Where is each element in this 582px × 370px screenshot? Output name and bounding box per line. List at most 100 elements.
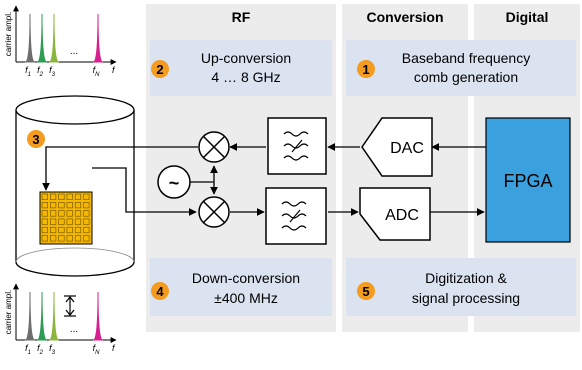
spectrum-top-tick-label: fN	[93, 65, 101, 78]
step-number-2: 2	[156, 62, 163, 77]
qubit-cell	[58, 202, 65, 209]
qubit-cell	[66, 226, 73, 234]
qubit-cell	[58, 235, 65, 242]
fpga-block: FPGA	[485, 117, 571, 243]
step-4-line2: ±400 MHz	[214, 290, 278, 306]
adc-block: ADC	[359, 187, 431, 241]
step-badge-2	[151, 60, 169, 78]
qubit-cell	[49, 218, 57, 225]
step-5-line1: Digitization &	[425, 270, 507, 286]
qubit-cell	[66, 210, 73, 217]
qubit-cell	[58, 193, 65, 200]
mixer-downconversion	[198, 196, 230, 228]
amplitude-marker	[64, 295, 76, 317]
spectrum-bottom-x-label: f	[112, 343, 116, 353]
spectrum-top-x-label: f	[112, 65, 116, 75]
qubit-cell	[49, 226, 57, 234]
qubit-cell	[83, 235, 90, 242]
qubit-cell	[74, 210, 82, 217]
spectrum-bottom-peak	[48, 291, 60, 341]
header-conversion: Conversion	[366, 9, 443, 25]
qubit-cell	[66, 202, 73, 209]
fpga-label: FPGA	[503, 171, 552, 191]
step-digitization-box	[346, 258, 576, 316]
cryostat-cylinder	[15, 95, 135, 277]
step-upconversion-box	[150, 40, 332, 96]
qubit-cell	[66, 218, 73, 225]
spectrum-bottom-tick-label: f2	[37, 343, 44, 356]
step-2-line1: Up-conversion	[201, 50, 291, 66]
signal-wiring	[42, 143, 486, 216]
qubit-cell	[66, 235, 73, 242]
spectrum-bottom-tick-label: f3	[49, 343, 56, 356]
spectrum-top-peak	[36, 13, 48, 63]
qubit-cell	[83, 226, 90, 234]
step-badge-4	[151, 282, 169, 300]
spectrum-bottom-tick-label: fN	[93, 343, 101, 356]
adc-label: ADC	[385, 207, 419, 224]
local-oscillator: ~	[157, 165, 191, 199]
step-badge-5	[357, 282, 375, 300]
spectrum-bottom-ellipsis: ...	[70, 324, 78, 335]
qubit-cell	[66, 193, 73, 200]
qubit-cell	[41, 193, 48, 200]
qubit-cell	[74, 218, 82, 225]
spectrum-bottom-y-label: carrier ampl.	[4, 290, 13, 334]
filter-downconversion	[265, 187, 327, 245]
spectrum-top-peak	[92, 13, 104, 63]
spectrum-top-tick-label: f3	[49, 65, 56, 78]
oscillator-symbol: ~	[169, 173, 180, 193]
step-number-1: 1	[362, 62, 369, 77]
spectrum-top-tick-label: f1	[25, 65, 31, 78]
spectrum-top-ellipsis: ...	[70, 46, 78, 57]
qubit-cell	[49, 202, 57, 209]
qubit-chip	[39, 191, 93, 245]
header-rf: RF	[232, 9, 251, 25]
step-1-line2: comb generation	[414, 69, 518, 85]
spectrum-bottom-peak	[24, 291, 36, 341]
qubit-cell	[83, 193, 90, 200]
dac-block: DAC	[361, 117, 433, 177]
mixer-upconversion	[198, 131, 230, 163]
step-2-line2: 4 … 8 GHz	[211, 69, 280, 85]
step-number-5: 5	[362, 284, 369, 299]
step-1-line1: Baseband frequency	[402, 50, 530, 66]
qubit-cell	[41, 235, 48, 242]
header-digital: Digital	[506, 9, 549, 25]
spectrum-bottom: carrier ampl. f1 f2 f3 fN... f	[4, 283, 117, 356]
qubit-cell	[74, 193, 82, 200]
qubit-cell	[83, 202, 90, 209]
qubit-cell	[41, 226, 48, 234]
step-5-line2: signal processing	[412, 290, 520, 306]
qubit-cell	[49, 193, 57, 200]
spectrum-top: carrier ampl. f1 f2 f3 fN... f	[4, 5, 117, 78]
qubit-cell	[58, 210, 65, 217]
step-number-4: 4	[156, 284, 164, 299]
qubit-cell	[49, 235, 57, 242]
step-comb-generation-box	[346, 40, 576, 96]
qubit-cell	[83, 210, 90, 217]
spectrum-bottom-peak	[92, 291, 104, 341]
filter-upconversion	[267, 117, 327, 175]
qubit-cell	[49, 210, 57, 217]
step-number-3: 3	[32, 132, 39, 147]
qubit-cell	[83, 218, 90, 225]
spectrum-bottom-tick-label: f1	[25, 343, 31, 356]
step-downconversion-box	[150, 258, 332, 316]
qubit-cell	[58, 226, 65, 234]
qubit-cell	[58, 218, 65, 225]
qubit-cell	[74, 226, 82, 234]
qubit-cell	[41, 202, 48, 209]
spectrum-top-y-label: carrier ampl.	[4, 12, 13, 56]
qubit-cell	[74, 202, 82, 209]
step-badge-3	[27, 130, 45, 148]
spectrum-top-peak	[48, 13, 60, 63]
spectrum-top-tick-label: f2	[37, 65, 44, 78]
spectrum-top-peak	[24, 13, 36, 63]
qubit-cell	[74, 235, 82, 242]
spectrum-bottom-peak	[36, 291, 48, 341]
dac-label: DAC	[390, 140, 424, 157]
qubit-cell	[41, 218, 48, 225]
qubit-cell	[41, 210, 48, 217]
